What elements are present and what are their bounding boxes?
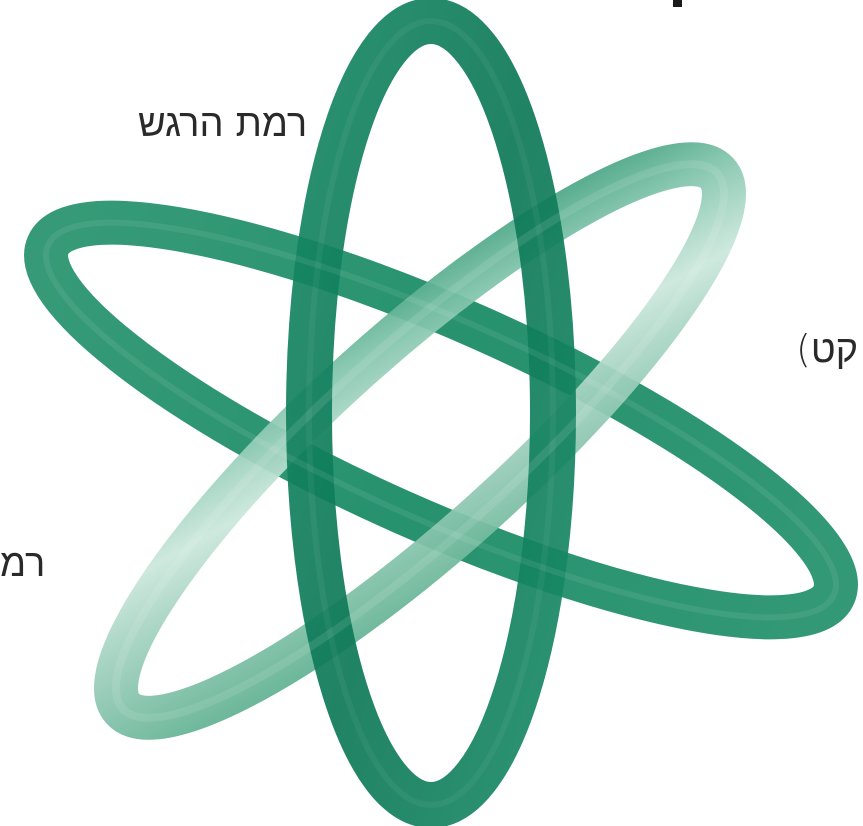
label-left-fragment: רמ bbox=[0, 544, 45, 582]
top-edge-fragment bbox=[673, 0, 682, 7]
label-right-fragment: קט) bbox=[796, 330, 858, 368]
vertical-ring-highlight bbox=[309, 21, 553, 805]
label-emotional-level: רמת הרגש bbox=[138, 104, 307, 142]
